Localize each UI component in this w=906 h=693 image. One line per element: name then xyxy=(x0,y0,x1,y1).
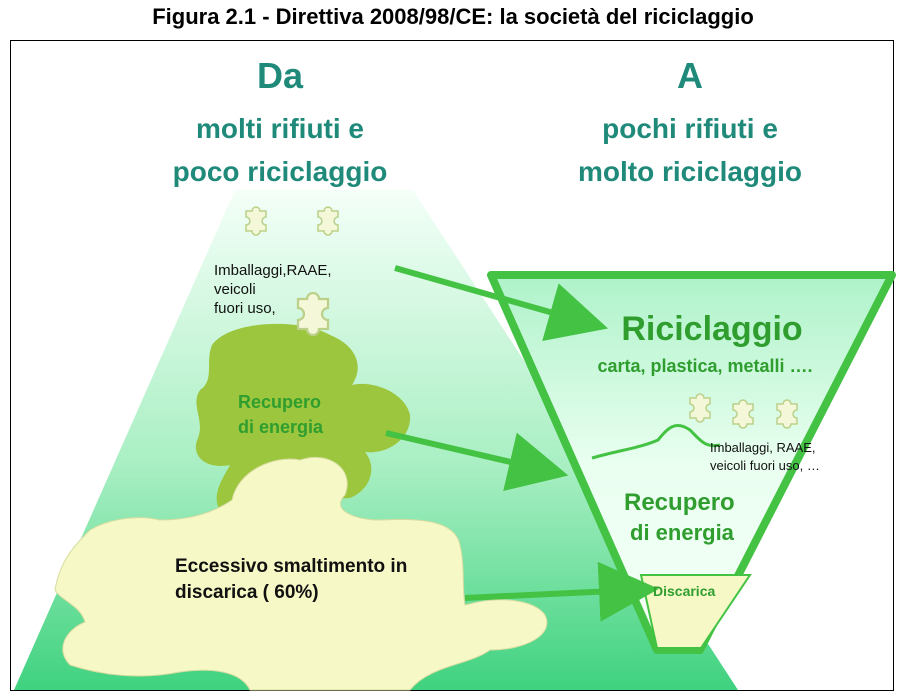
left-landfill-label-line2: discarica ( 60%) xyxy=(175,582,319,603)
right-recycling-divider xyxy=(591,424,721,460)
left-energy-recovery-puzzle xyxy=(195,323,411,510)
left-waste-label-line1: Imballaggi,RAAE, xyxy=(214,262,332,279)
left-landfill-puzzle xyxy=(54,456,548,691)
right-heading: A xyxy=(677,55,703,96)
right-recycling-label: Riciclaggio xyxy=(621,310,802,348)
left-waste-label-line2: veicoli xyxy=(214,281,256,298)
arrow-recovery-to-recovery xyxy=(385,430,569,492)
right-waste-label-line1: Imballaggi, RAAE, xyxy=(710,440,816,455)
diagram-frame xyxy=(10,40,894,691)
right-recovery-label-line1: Recupero xyxy=(624,489,735,516)
right-waste-pyramid xyxy=(487,271,896,654)
right-subheading-line1: pochi rifiuti e xyxy=(602,113,778,144)
right-materials-label: carta, plastica, metalli …. xyxy=(597,356,812,376)
arrow-waste-to-recycling xyxy=(394,265,609,342)
left-waste-label-line3: fuori uso, xyxy=(214,300,276,317)
figure-title: Figura 2.1 - Direttiva 2008/98/CE: la so… xyxy=(152,4,754,29)
right-landfill-label: Discarica xyxy=(653,583,715,599)
arrow-landfill-to-landfill xyxy=(464,561,659,622)
left-subheading-line1: molti rifiuti e xyxy=(196,113,364,144)
right-subheading-line2: molto riciclaggio xyxy=(578,156,802,187)
left-recovery-label-line2: di energia xyxy=(238,417,324,437)
right-recovery-label-line2: di energia xyxy=(630,520,735,545)
left-landfill-label-line1: Eccessivo smaltimento in xyxy=(175,556,407,577)
left-recovery-label-line1: Recupero xyxy=(238,392,321,412)
left-heading: Da xyxy=(257,55,304,96)
right-waste-label-line2: veicoli fuori uso, … xyxy=(710,458,820,473)
right-landfill-layer xyxy=(639,574,752,649)
left-subheading-line2: poco riciclaggio xyxy=(173,156,388,187)
